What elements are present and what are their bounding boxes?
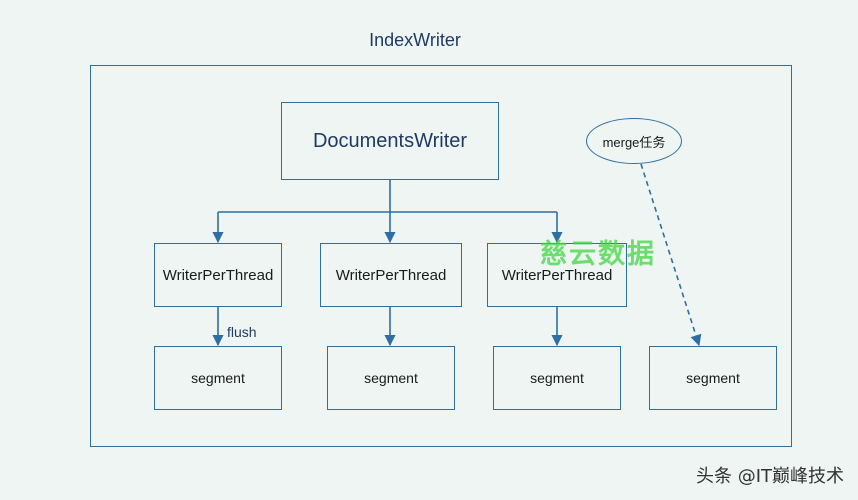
diagram-title: IndexWriter <box>369 30 461 50</box>
writer-per-thread-node-1: WriterPerThread <box>154 243 282 307</box>
flush-label: flush <box>227 324 257 340</box>
writer-per-thread-node-3: WriterPerThread <box>487 243 627 307</box>
documents-writer-node: DocumentsWriter <box>281 102 499 180</box>
index-writer-container <box>90 65 792 447</box>
writer-per-thread-node-2: WriterPerThread <box>320 243 462 307</box>
watermark-text: 慈云数据 <box>540 239 656 270</box>
segment-node-2: segment <box>327 346 455 410</box>
segment-node-4: segment <box>649 346 777 410</box>
segment-node-3: segment <box>493 346 621 410</box>
source-credit: 头条 @IT巅峰技术 <box>695 466 844 487</box>
segment-node-1: segment <box>154 346 282 410</box>
merge-task-node: merge任务 <box>586 118 682 164</box>
merge-dashed-arrow <box>640 163 702 347</box>
